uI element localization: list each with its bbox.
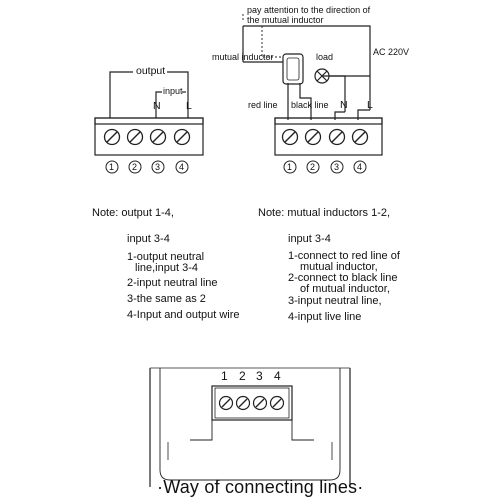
note-left-item: 2-input neutral line [127, 277, 218, 289]
left-wiring [109, 71, 189, 118]
note-right-sub: input 3-4 [288, 233, 331, 245]
terminal-number-circles [105, 160, 367, 174]
ac-voltage-label: AC 220V [373, 47, 410, 57]
left-terminal-number: 3 [155, 162, 161, 172]
note-left-sub: input 3-4 [127, 233, 170, 245]
device-body [149, 367, 351, 487]
input-label: input [163, 86, 183, 96]
note-left-item: 1-output neutral [127, 251, 205, 263]
dashed-annotation [242, 12, 283, 58]
screw-icon [269, 395, 285, 411]
screw-icon [304, 128, 322, 146]
note-right-item: of mutual inductor, [300, 283, 390, 295]
screw-icon [281, 128, 299, 146]
left-terminal-block [94, 117, 204, 156]
screw-icon [126, 128, 144, 146]
top-note-line-1: pay attention to the direction of [247, 5, 371, 15]
note-left-item: 3-the same as 2 [127, 293, 206, 305]
note-left-item: 4-Input and output wire [127, 309, 240, 321]
note-left-item: line,input 3-4 [135, 262, 198, 274]
note-left-header: Note: output 1-4, [92, 207, 174, 219]
note-right-item: mutual inductor, [300, 261, 378, 273]
device-terminal-number: 1 [221, 369, 228, 383]
device-screws [218, 395, 285, 411]
left-l-label: L [186, 100, 192, 112]
left-terminal-number: 1 [109, 162, 115, 172]
mutual-inductor [282, 53, 304, 85]
screw-icon [218, 395, 234, 411]
screw-icon [351, 128, 369, 146]
right-terminal-number: 2 [310, 162, 316, 172]
screw-icon [149, 128, 167, 146]
right-l-label: L [367, 99, 373, 111]
black-line-label: black line [291, 100, 329, 110]
note-right-item: 2-connect to black line [288, 272, 398, 284]
right-wiring [242, 25, 371, 120]
note-right-item: 3-input neutral line, [288, 295, 382, 307]
screw-icon [173, 128, 191, 146]
output-label: output [136, 65, 166, 77]
left-terminal-number: 4 [179, 162, 185, 172]
right-terminal-number: 1 [287, 162, 293, 172]
screw-icon [328, 128, 346, 146]
left-n-label: N [153, 100, 161, 112]
device-terminal-number: 2 [239, 369, 246, 383]
left-screws [103, 128, 191, 146]
screw-icon [103, 128, 121, 146]
note-right-item: 4-input live line [288, 311, 362, 323]
device-terminal-number: 3 [256, 369, 263, 383]
note-right-header: Note: mutual inductors 1-2, [258, 207, 391, 219]
load-label: load [316, 52, 334, 62]
note-right-item: 1-connect to red line of [288, 250, 400, 262]
red-line-label: red line [248, 100, 278, 110]
device-terminal-number: 4 [274, 369, 281, 383]
right-terminal-number: 3 [334, 162, 340, 172]
load-lamp [314, 68, 330, 84]
caption: ·Way of connecting lines· [157, 477, 364, 497]
right-terminal-block [274, 117, 383, 156]
mutual-inductor-label: mutual inductor [212, 52, 274, 62]
screw-icon [235, 395, 251, 411]
screw-icon [252, 395, 268, 411]
right-terminal-number: 4 [357, 162, 363, 172]
left-terminal-number: 2 [132, 162, 138, 172]
top-note-line-2: the mutual inductor [247, 15, 324, 25]
right-screws [281, 128, 369, 146]
right-n-label: N [340, 99, 348, 111]
